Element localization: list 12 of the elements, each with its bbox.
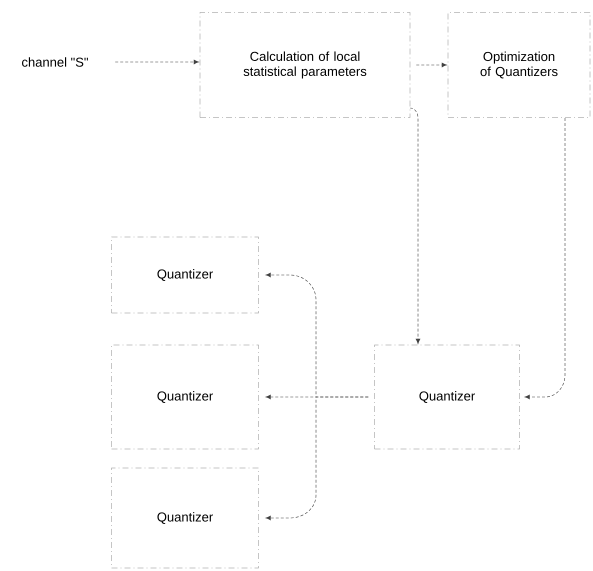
process-box: Quantizer (111, 344, 259, 450)
arrow (416, 62, 447, 68)
arrow (524, 118, 566, 400)
input-label: channel "S" (22, 57, 88, 67)
arrow (410, 108, 420, 344)
process-box: Optimization of Quantizers (448, 12, 590, 118)
process-box: Quantizer (374, 344, 520, 450)
arrow (266, 396, 369, 520)
process-box: Quantizer (111, 236, 259, 314)
arrow (114, 60, 199, 64)
process-box: Quantizer (111, 468, 259, 568)
process-box: Calculation of local statistical parameters (200, 12, 410, 118)
